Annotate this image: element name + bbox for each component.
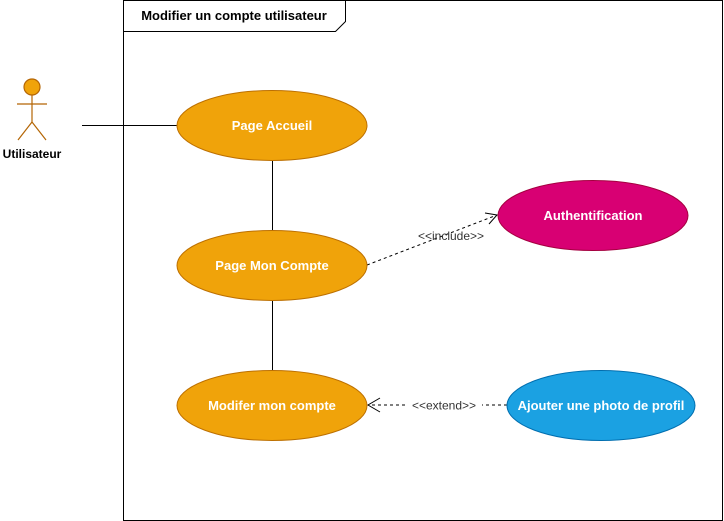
use-case-page-mon-compte[interactable]: Page Mon Compte (176, 230, 368, 301)
include-dashed-line (366, 214, 498, 266)
use-case-page-accueil[interactable]: Page Accueil (176, 90, 368, 161)
use-case-ellipse (176, 230, 368, 301)
use-case-ellipse (176, 90, 368, 161)
stick-figure-actor-icon (17, 78, 47, 141)
actor-left-leg (17, 121, 33, 141)
use-case-label: Authentification (544, 208, 643, 223)
frame-title: Modifier un compte utilisateur (141, 8, 327, 23)
include-label: <<include>> (418, 229, 484, 243)
include-relation[interactable]: <<include>> (366, 212, 498, 266)
actor-head (23, 78, 41, 96)
use-case-ellipse (176, 370, 368, 441)
associations (82, 125, 273, 370)
frame-title-tab (123, 0, 346, 32)
use-case-label: Page Accueil (232, 118, 312, 133)
extend-relation[interactable]: <<extend>> (367, 397, 507, 413)
use-case-authentification[interactable]: Authentification (497, 180, 689, 251)
use-case-label: Page Mon Compte (215, 258, 328, 273)
use-case-ellipse (506, 370, 696, 441)
include-arrowhead-icon (484, 212, 498, 225)
actor-utilisateur[interactable]: Utilisateur (3, 78, 62, 161)
extend-label: <<extend>> (412, 399, 476, 413)
actor-label: Utilisateur (3, 147, 62, 161)
extend-label-background (406, 397, 482, 413)
use-case-label: Modifer mon compte (208, 398, 336, 413)
use-case-modifier-mon-compte[interactable]: Modifer mon compte (176, 370, 368, 441)
use-case-ajouter-photo[interactable]: Ajouter une photo de profil (506, 370, 696, 441)
use-case-label: Ajouter une photo de profil (518, 398, 685, 413)
actor-right-leg (31, 121, 47, 141)
use-case-ellipse (497, 180, 689, 251)
extend-arrowhead-icon (367, 397, 381, 413)
